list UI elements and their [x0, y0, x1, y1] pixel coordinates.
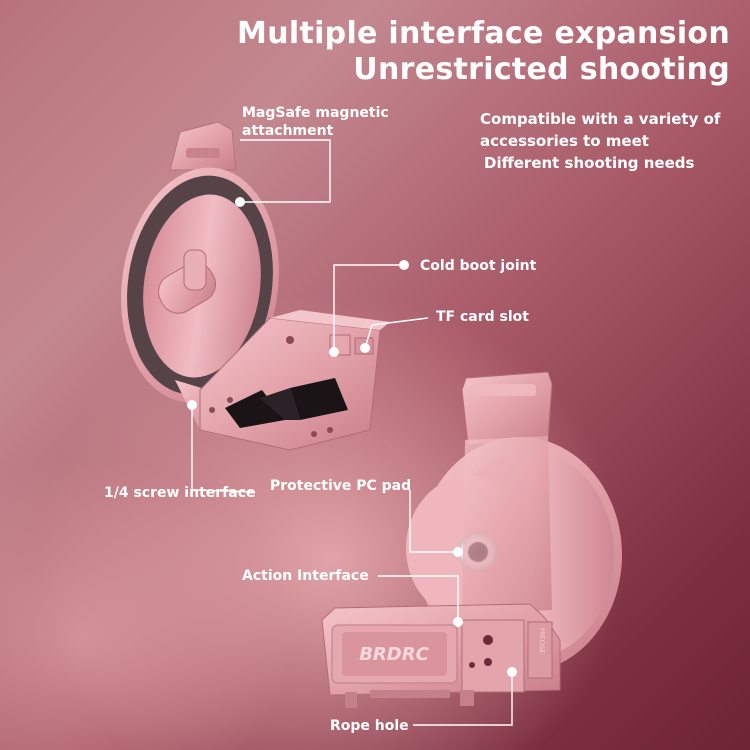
label-pc-pad: Protective PC pad [270, 478, 412, 494]
note-line3: Different shooting needs [484, 154, 695, 172]
label-tf-card: TF card slot [436, 309, 529, 325]
magsafe-mount [121, 121, 279, 440]
note-line2: accessories to meet [480, 132, 649, 150]
label-action-interface: Action Interface [242, 568, 369, 584]
label-cold-boot: Cold boot joint [420, 258, 537, 274]
note-line1: Compatible with a variety of [480, 110, 721, 128]
label-magsafe: MagSafe magnetic attachment [242, 105, 389, 139]
side-mark: PRECISE [538, 628, 545, 653]
callout-lines [191, 139, 513, 726]
compatibility-note: Compatible with a variety of accessories… [480, 108, 720, 174]
action-mount-base: BRDRC PRECISE [321, 603, 561, 708]
label-screw-interface: 1/4 screw interface [104, 485, 256, 501]
brand-logo: BRDRC [359, 644, 429, 665]
label-rope-hole: Rope hole [330, 718, 409, 734]
headline-line2: Unrestricted shooting [353, 52, 730, 87]
callout-dots [187, 197, 517, 677]
headline-line1: Multiple interface expansion [237, 16, 730, 51]
headline: Multiple interface expansion Unrestricte… [237, 16, 730, 88]
